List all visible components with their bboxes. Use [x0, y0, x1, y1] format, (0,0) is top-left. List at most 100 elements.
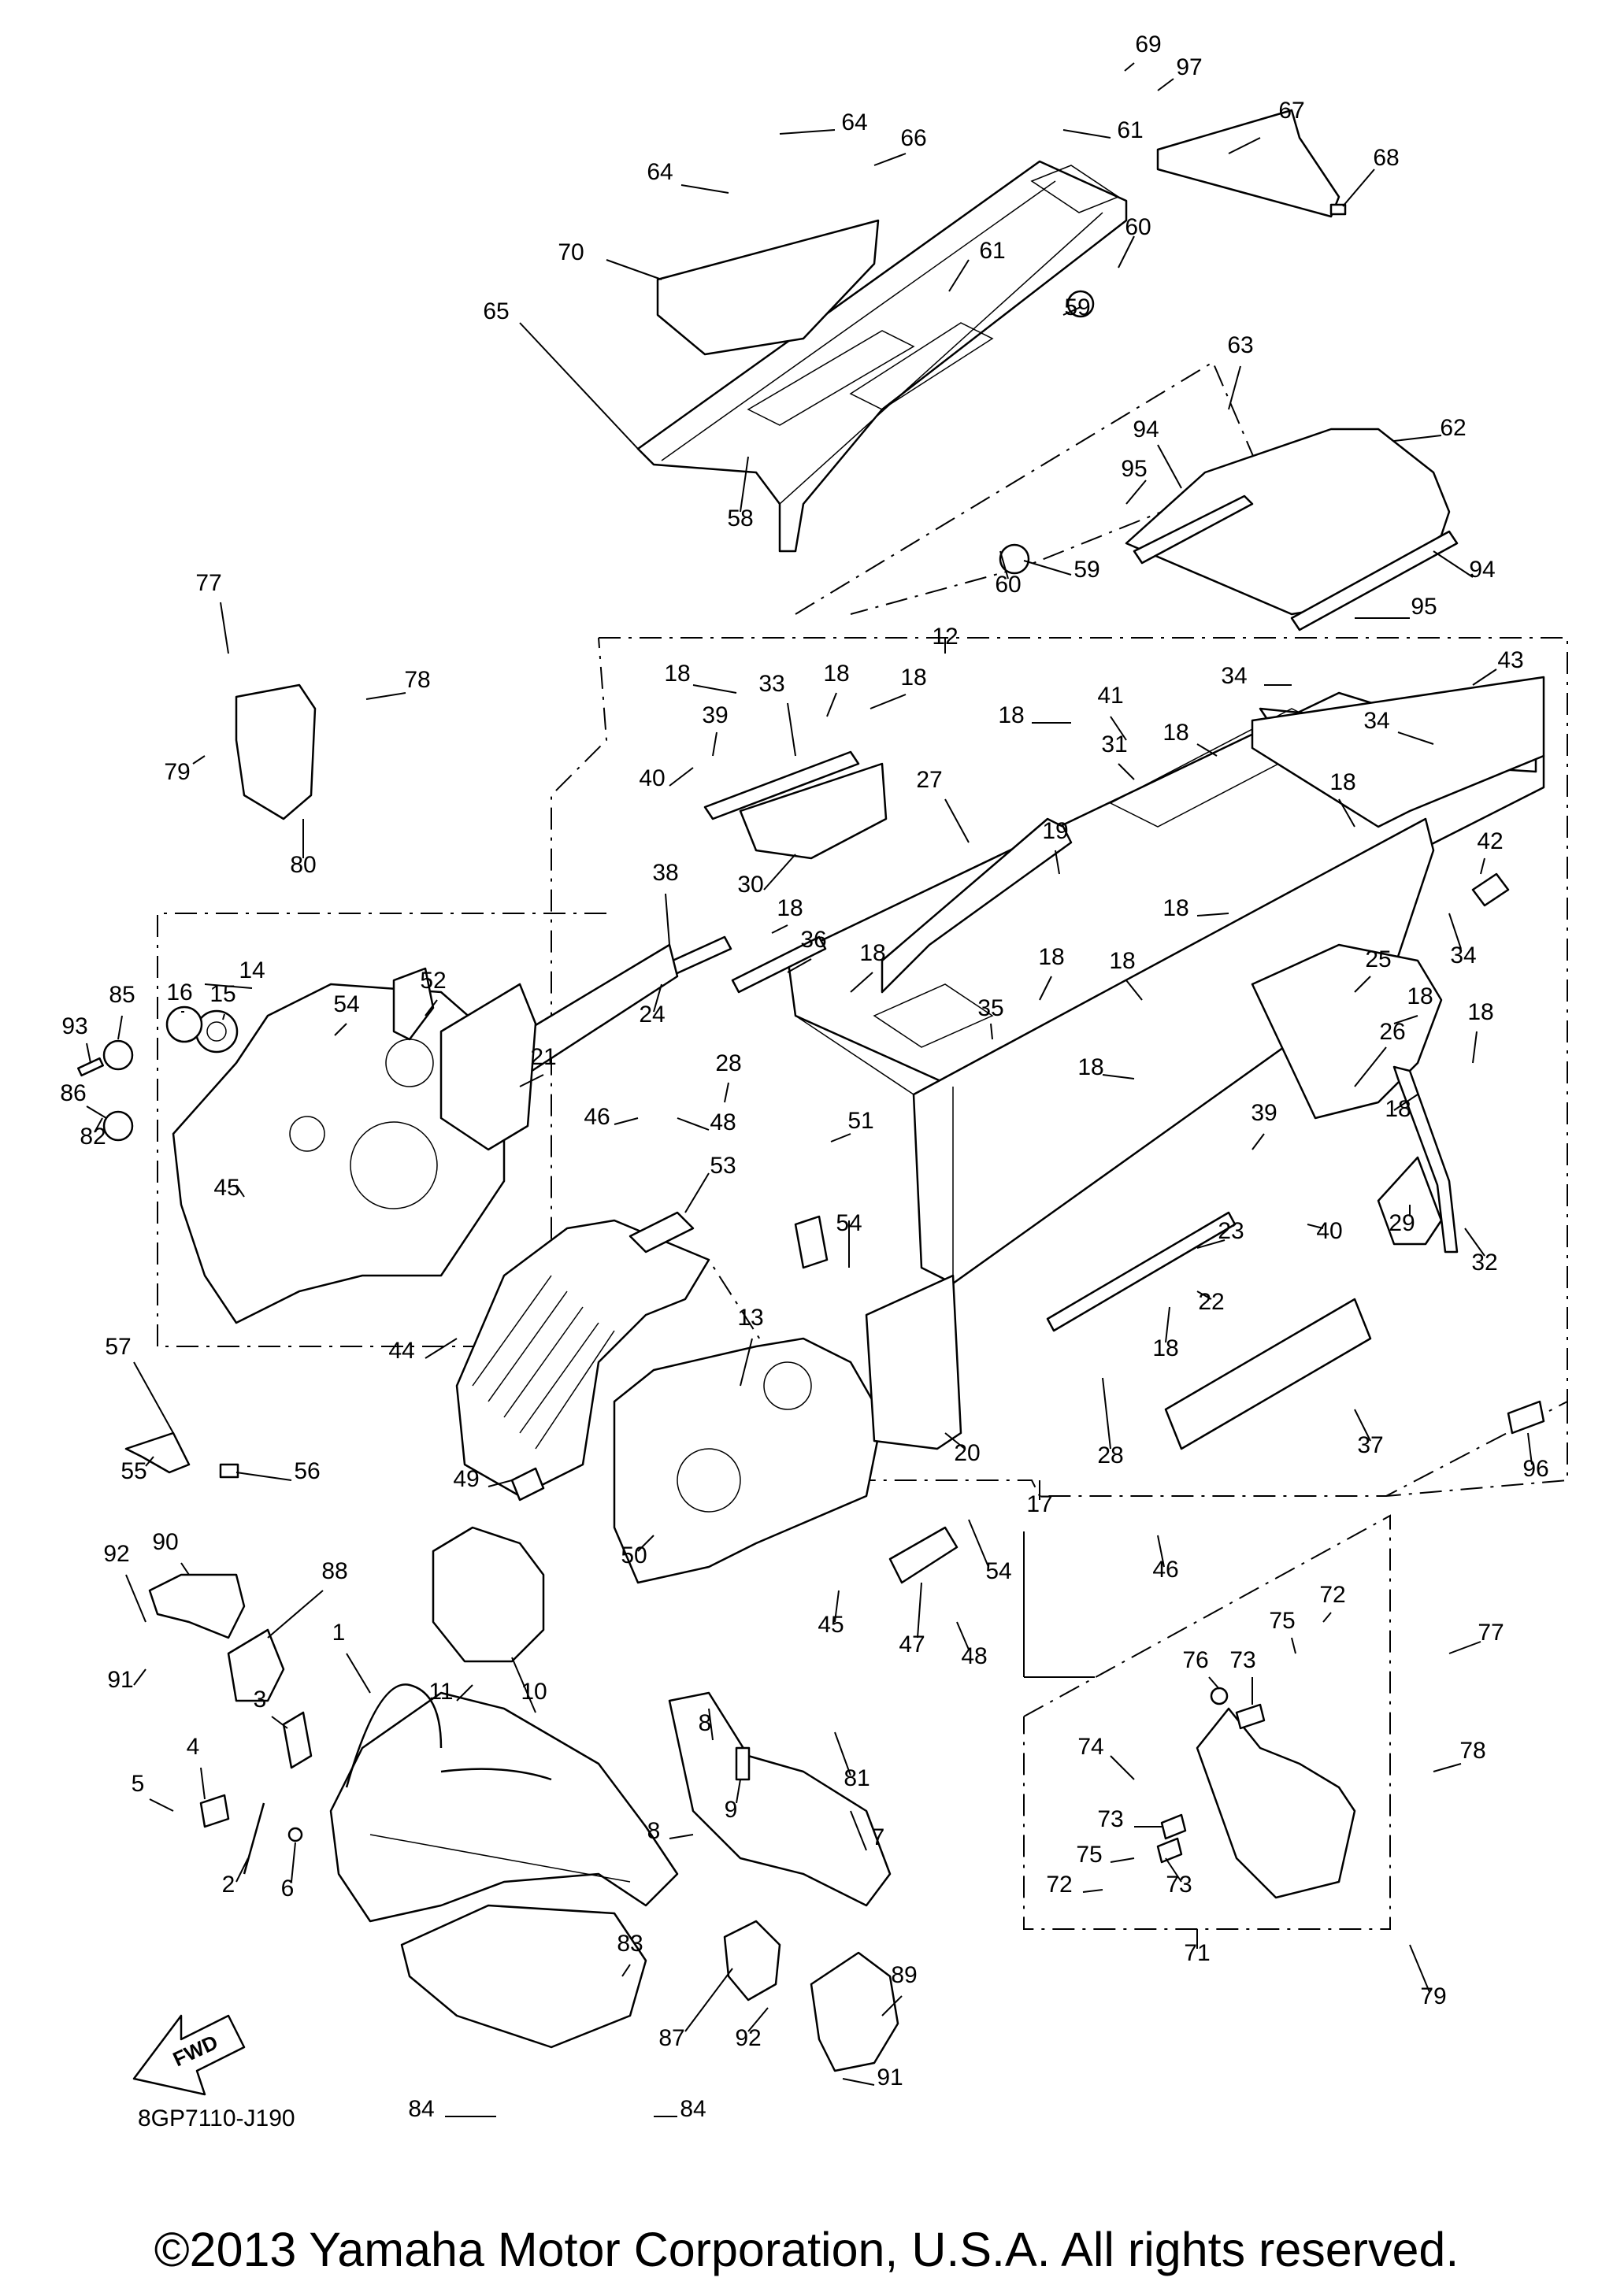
leader-line: [1157, 78, 1174, 91]
leader-line: [669, 1834, 694, 1839]
leader-line: [692, 684, 737, 694]
leader-line: [606, 259, 662, 280]
leader-line: [787, 958, 812, 973]
leader-line: [677, 1117, 710, 1131]
callout-23: 23: [1218, 1218, 1244, 1244]
callout-45: 45: [818, 1612, 844, 1638]
leader-line: [1023, 560, 1072, 576]
leader-line: [200, 1767, 206, 1800]
leader-line: [968, 1519, 989, 1568]
block-42: [1471, 872, 1510, 907]
clip-49: [510, 1467, 545, 1502]
leader-line: [1448, 913, 1462, 950]
rail-94-lower: [1290, 530, 1459, 631]
leader-line: [684, 1968, 733, 2032]
leader-line: [117, 1015, 123, 1040]
callout-54: 54: [836, 1210, 862, 1236]
leader-line: [1118, 235, 1135, 268]
leader-line: [267, 1590, 324, 1639]
leader-line: [881, 1995, 903, 2016]
leader-line: [740, 456, 749, 513]
callout-34: 34: [1363, 708, 1389, 734]
leader-line: [1228, 365, 1241, 410]
callout-18: 18: [998, 702, 1024, 728]
callout-19: 19: [1042, 818, 1068, 844]
callout-36: 36: [800, 927, 826, 953]
leader-line: [1480, 857, 1485, 875]
leader-line: [850, 1810, 867, 1851]
callout-60: 60: [995, 572, 1021, 598]
callout-25: 25: [1365, 946, 1391, 972]
leader-line: [1433, 550, 1474, 578]
callout-87: 87: [658, 2025, 684, 2051]
callout-66: 66: [900, 125, 926, 151]
callout-28: 28: [1097, 1442, 1123, 1468]
cover-90: [148, 1573, 246, 1639]
callout-58: 58: [727, 505, 753, 531]
callout-16: 16: [166, 980, 192, 1005]
callout-73: 73: [1166, 1872, 1192, 1898]
callout-18: 18: [1407, 983, 1433, 1009]
callout-30: 30: [737, 872, 763, 898]
leader-line: [192, 755, 206, 765]
callout-48: 48: [710, 1109, 736, 1135]
clip-73c: [1156, 1837, 1183, 1864]
leader-line: [1354, 1046, 1387, 1087]
leader-line: [850, 972, 873, 993]
callout-82: 82: [80, 1124, 106, 1150]
heat-exchanger-44: [455, 1219, 710, 1498]
callout-61: 61: [1117, 117, 1143, 143]
leader-line: [1102, 1377, 1111, 1450]
leader-line: [1354, 976, 1371, 993]
leader-line: [1409, 1944, 1430, 1993]
strip-32: [1392, 1065, 1459, 1254]
leader-line: [956, 1621, 970, 1650]
callout-39: 39: [702, 702, 728, 728]
leader-line: [425, 1338, 458, 1359]
pin-93: [77, 1057, 104, 1077]
callout-63: 63: [1227, 332, 1253, 358]
callout-44: 44: [388, 1338, 414, 1364]
callout-92: 92: [103, 1541, 129, 1567]
leader-line: [614, 1117, 639, 1125]
callout-8: 8: [647, 1818, 661, 1844]
leader-line: [870, 694, 907, 709]
clip-73a: [1235, 1703, 1266, 1730]
callout-45: 45: [213, 1175, 239, 1201]
callout-5: 5: [132, 1771, 145, 1797]
gasket-87: [723, 1920, 781, 2002]
callout-18: 18: [1162, 720, 1188, 746]
bulkhead-13: [613, 1337, 884, 1584]
leader-lines: [86, 62, 1533, 2117]
callout-6: 6: [281, 1876, 295, 1902]
leader-line: [708, 1708, 714, 1741]
callout-97: 97: [1176, 54, 1202, 80]
callout-80: 80: [290, 852, 316, 878]
bracket-4: [199, 1794, 230, 1828]
callout-69: 69: [1135, 31, 1161, 57]
leader-line: [1110, 716, 1127, 741]
leader-line: [125, 1574, 146, 1623]
gasket-88: [227, 1628, 285, 1702]
callout-43: 43: [1497, 647, 1523, 673]
callout-55: 55: [121, 1458, 146, 1484]
callout-32: 32: [1471, 1250, 1497, 1276]
leader-line: [1448, 1641, 1481, 1654]
leader-line: [365, 692, 406, 700]
leader-line: [1397, 731, 1434, 745]
callout-57: 57: [105, 1334, 131, 1360]
assembly-12-outline: [551, 637, 1568, 1497]
callout-78: 78: [1459, 1738, 1485, 1764]
leader-line: [1082, 1889, 1103, 1893]
leader-line: [86, 1042, 91, 1064]
callout-38: 38: [652, 860, 678, 886]
callout-61: 61: [979, 238, 1005, 264]
leader-line: [1472, 1031, 1478, 1064]
leader-line: [1307, 1224, 1324, 1229]
label-96: [1507, 1400, 1545, 1435]
leader-line: [488, 1479, 513, 1487]
callout-33: 33: [758, 671, 784, 697]
leader-line: [724, 1082, 729, 1103]
callout-72: 72: [1319, 1582, 1345, 1608]
callout-29: 29: [1389, 1210, 1415, 1236]
